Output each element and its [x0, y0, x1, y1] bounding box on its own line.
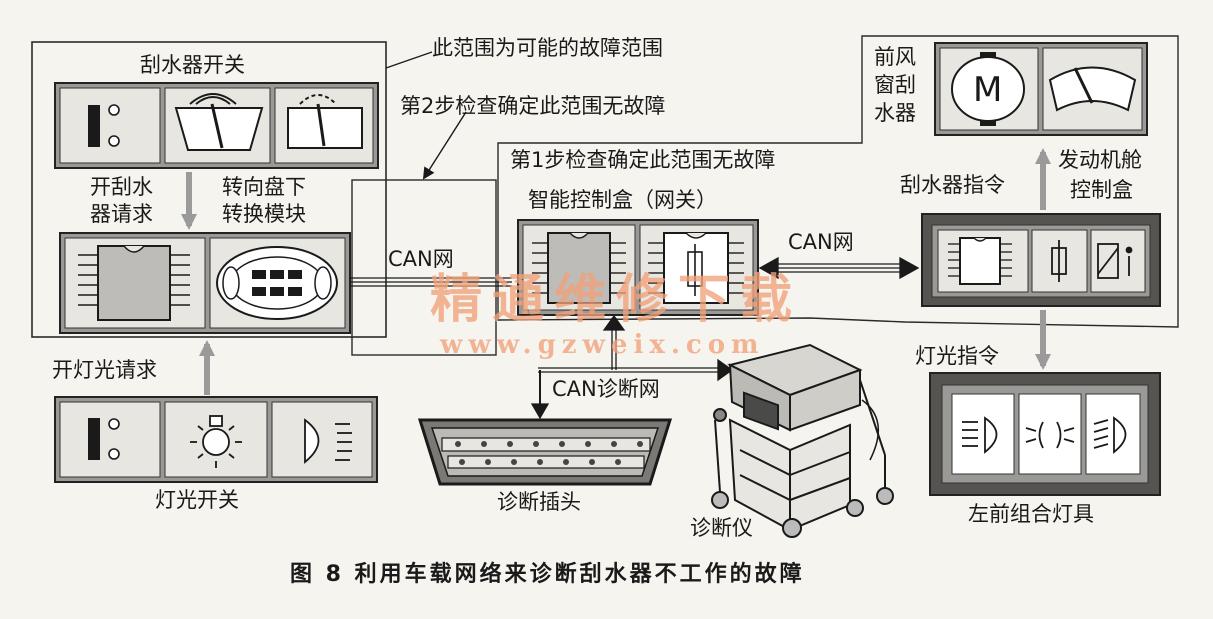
gateway-panel — [517, 219, 759, 316]
step2-leader — [422, 111, 467, 180]
can-bus-right — [758, 256, 920, 280]
watermark-title: 精通维修下载 — [430, 269, 803, 330]
front-wiper-label-2: 窗刮 — [874, 73, 916, 97]
wiper-stalk-icon — [88, 104, 120, 147]
fault-range-region — [31, 41, 387, 338]
parking-light-icon — [190, 415, 242, 468]
engine-box-label-1: 发动机舱 — [1058, 148, 1142, 172]
step1-region — [497, 35, 1179, 328]
front-wiper-panel — [934, 42, 1148, 136]
front-wiper-label-1: 前风 — [874, 45, 916, 69]
light-stalk-icon — [88, 418, 120, 460]
motor-symbol: M — [973, 70, 1003, 110]
wiper-request-label-2: 器请求 — [90, 202, 153, 226]
engine-box-panel — [921, 213, 1161, 307]
front-wiper-label-3: 水器 — [874, 101, 916, 125]
step2-region — [351, 179, 497, 356]
wiper-switch-panel — [54, 82, 379, 169]
engine-chip-icon — [948, 237, 1012, 285]
wiper-motor-icon — [951, 52, 1025, 126]
light-switch-panel — [54, 396, 378, 483]
diag-tool-label: 诊断仪 — [690, 516, 753, 540]
can-diag-bus — [530, 314, 734, 420]
can-net-right-label: CAN网 — [788, 230, 854, 254]
fault-range-leader — [385, 51, 433, 69]
headlamp-side-icon — [1025, 421, 1075, 449]
windshield-wiper-slow-icon — [287, 94, 363, 149]
windshield-wiper-fast-icon — [174, 93, 264, 151]
light-command-label: 灯光指令 — [915, 344, 999, 368]
steering-module-panel — [59, 232, 351, 334]
can-bus-left — [350, 277, 512, 287]
step1-label: 第1步检查确定此范围无故障 — [510, 148, 776, 172]
low-beam-icon — [304, 418, 352, 464]
steering-switch-icon — [216, 246, 338, 320]
step2-label: 第2步检查确定此范围无故障 — [400, 94, 666, 118]
wiper-command-label: 刮水器指令 — [900, 173, 1005, 197]
diag-plug-label: 诊断插头 — [497, 490, 581, 514]
gateway-relay-icon — [648, 232, 744, 304]
can-diag-net-label: CAN诊断网 — [552, 377, 660, 401]
gateway-chip-icon — [532, 232, 626, 304]
wiper-blade-icon — [1048, 66, 1137, 112]
figure-caption: 图 8 利用车载网络来诊断刮水器不工作的故障 — [290, 562, 805, 587]
steering-module-label-1: 转向盘下 — [222, 175, 306, 199]
smart-box-label: 智能控制盒（网关） — [528, 188, 717, 212]
fault-range-label: 此范围为可能的故障范围 — [432, 36, 663, 60]
diagnostic-cart-icon — [711, 343, 894, 538]
can-net-left-label: CAN网 — [388, 247, 454, 271]
steering-module-label-2: 转换模块 — [222, 202, 306, 226]
left-lamp-panel — [929, 372, 1161, 496]
light-request-label: 开灯光请求 — [52, 358, 157, 382]
left-lamp-label: 左前组合灯具 — [968, 502, 1094, 526]
wiper-switch-label: 刮水器开关 — [140, 53, 245, 77]
engine-box-label-2: 控制盒 — [1070, 178, 1133, 202]
engine-fuse-icon — [1051, 240, 1067, 282]
headlamp-high-icon — [1093, 416, 1127, 454]
watermark-url: www.gzweix.com — [440, 330, 765, 360]
ecu-chip-icon — [78, 245, 190, 321]
wiper-request-label-1: 开刮水 — [90, 175, 153, 199]
light-switch-label: 灯光开关 — [155, 488, 239, 512]
headlamp-low-icon — [962, 416, 998, 454]
obd-connector-icon — [417, 418, 673, 486]
engine-relay-icon — [1097, 243, 1133, 279]
